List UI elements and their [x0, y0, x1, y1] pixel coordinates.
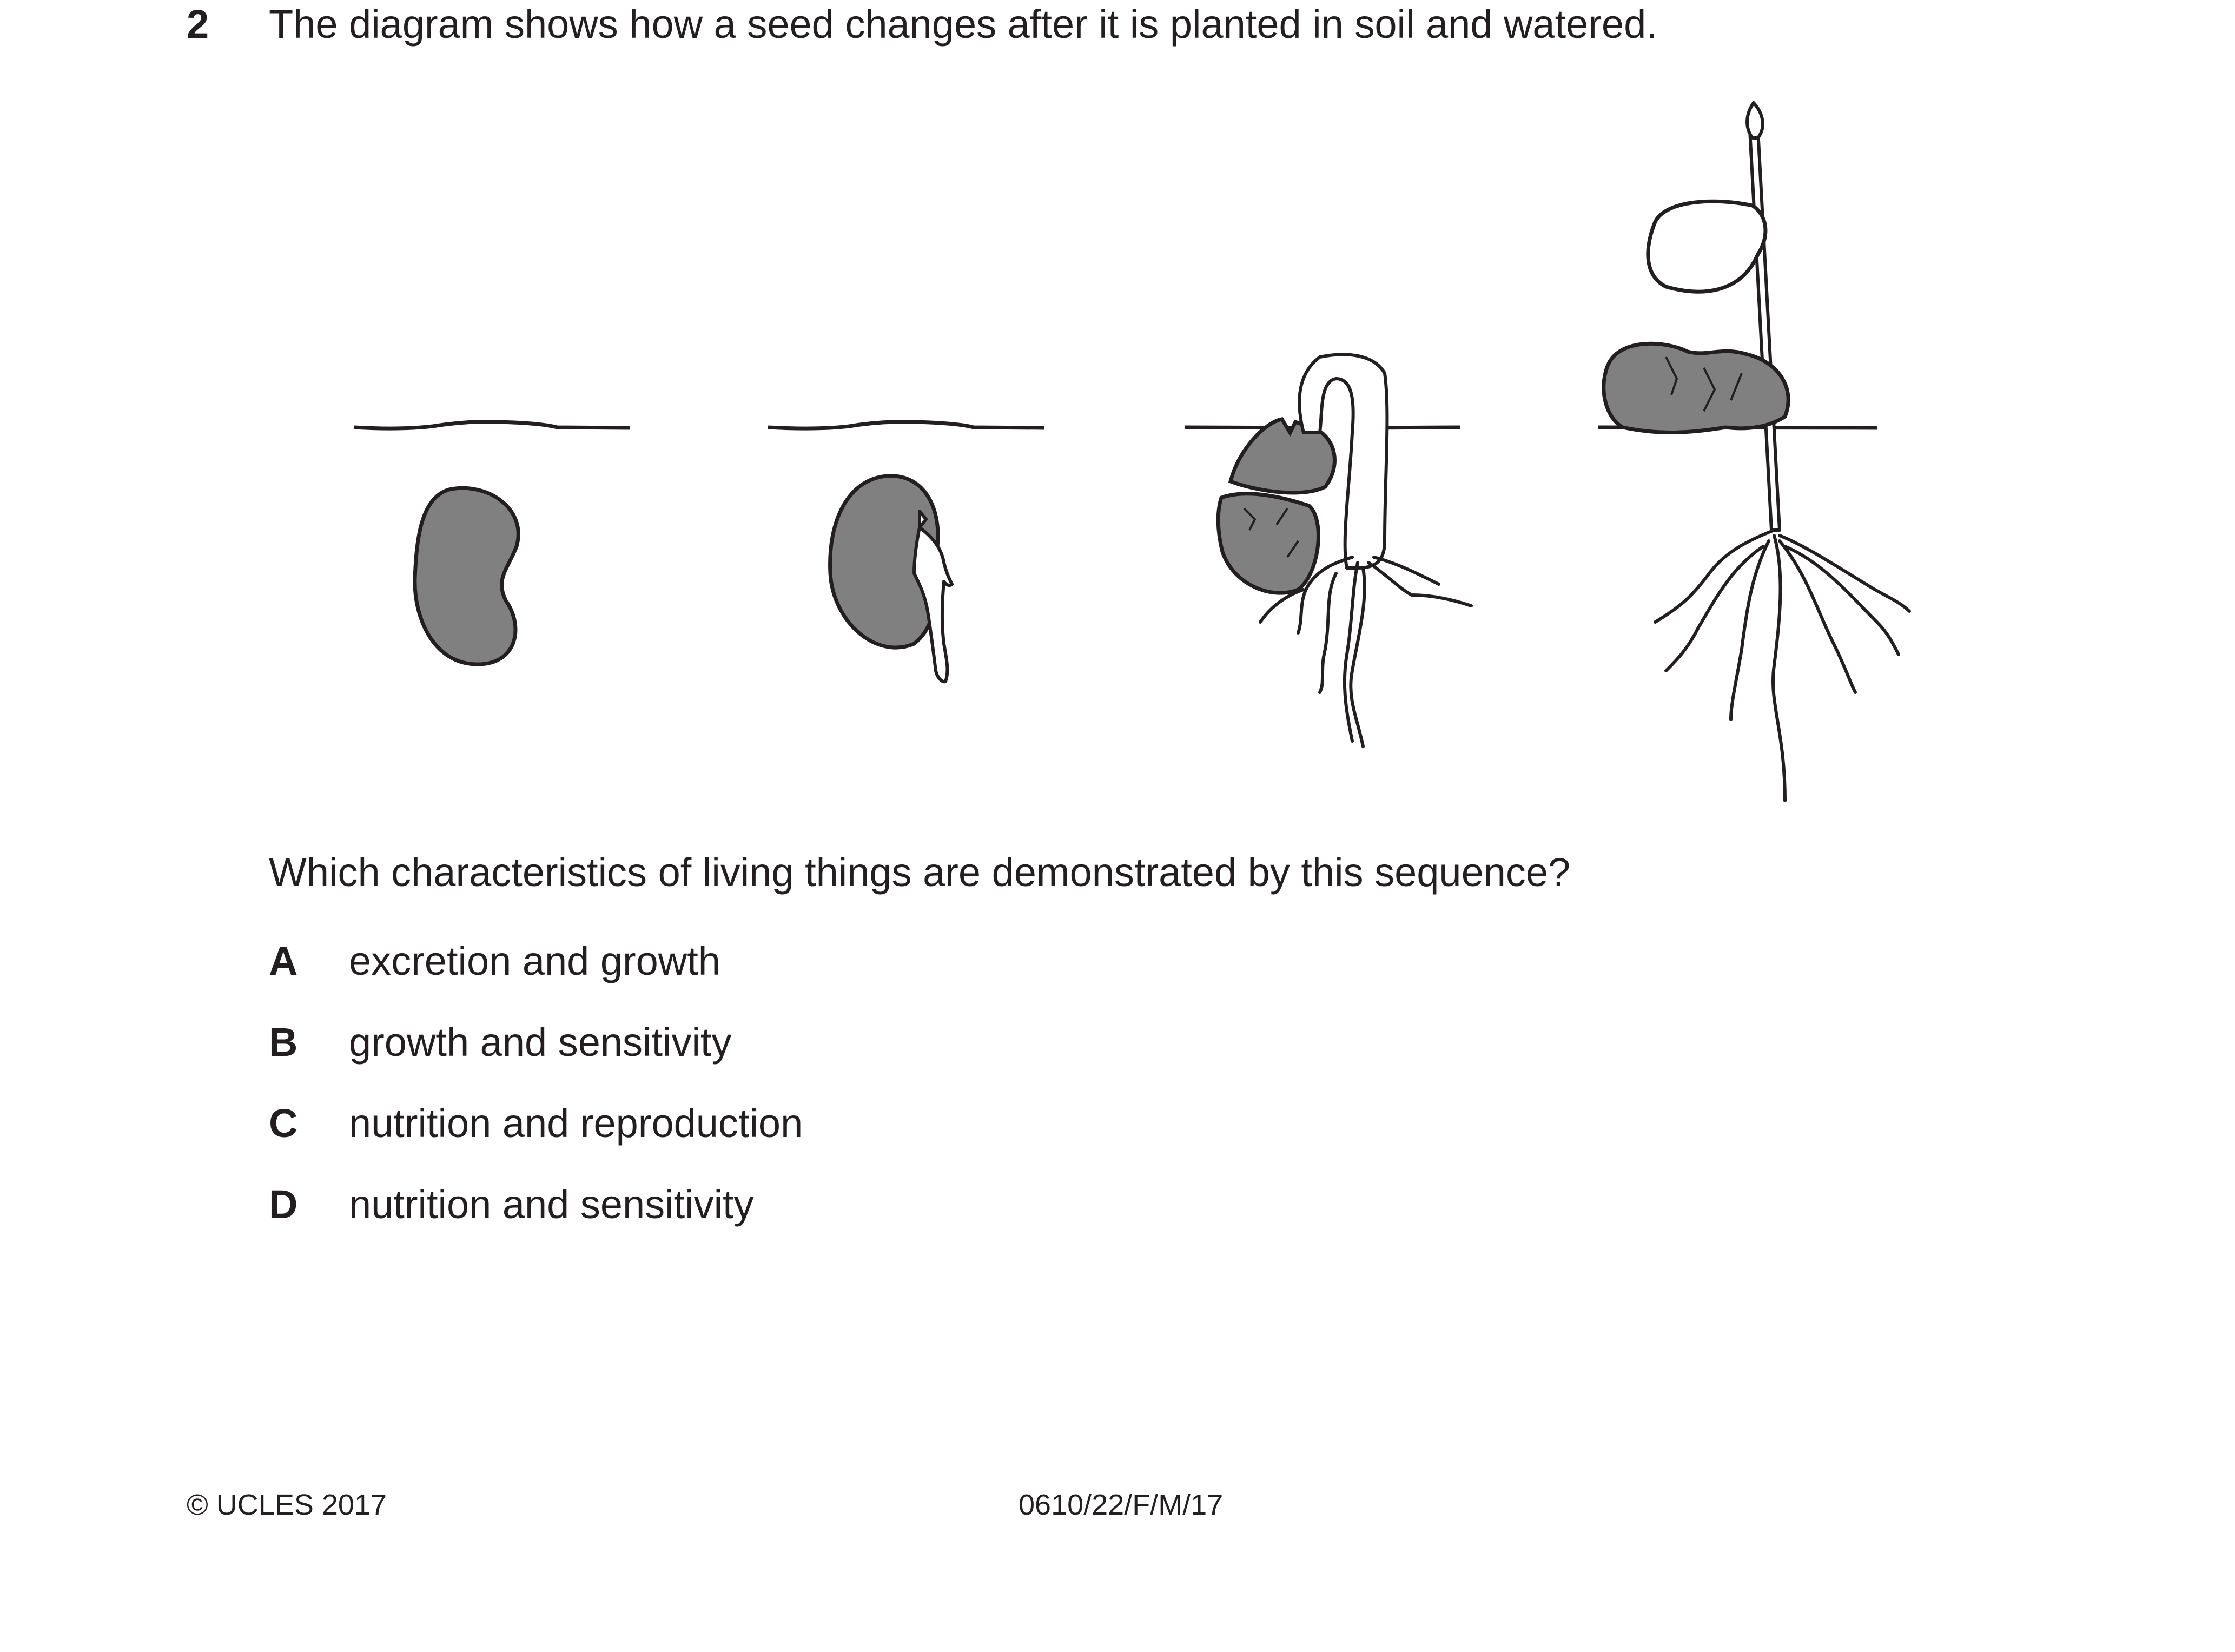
option-text: growth and sensitivity: [349, 1020, 732, 1065]
seed-1: [413, 486, 520, 666]
option-letter: A: [269, 939, 298, 983]
question-number: 2: [187, 2, 209, 47]
option-text: excretion and growth: [349, 939, 720, 983]
radicle-2: [912, 510, 954, 684]
question-stem: The diagram shows how a seed changes aft…: [269, 2, 1657, 47]
option-text: nutrition and reproduction: [349, 1101, 803, 1146]
soil-line-3: [1184, 425, 1461, 430]
soil-line-2: [768, 420, 1044, 431]
footer-paper-code: 0610/22/F/M/17: [1019, 1489, 1224, 1521]
option-letter: C: [269, 1101, 298, 1146]
hook-stem-3: [1298, 353, 1389, 570]
option-text: nutrition and sensitivity: [349, 1182, 754, 1227]
question-prompt: Which characteristics of living things a…: [269, 850, 1571, 895]
stage-1-seed: [354, 420, 631, 666]
seed-2: [828, 474, 940, 650]
option-letter: B: [269, 1020, 298, 1065]
seed-germination-diagram: [354, 101, 1911, 802]
seed-coat-4: [1602, 341, 1790, 434]
seed-3-top: [1228, 417, 1337, 495]
stage-3-seedling: [1184, 353, 1473, 748]
main-stem-4: [1748, 128, 1781, 532]
stage-2-seed: [768, 420, 1044, 684]
seed-3-bottom: [1216, 492, 1320, 595]
soil-line-1: [354, 420, 631, 431]
stage-4-seedling: [1598, 101, 1911, 802]
option-letter: D: [269, 1182, 298, 1227]
cotyledon-4-top: [1646, 199, 1768, 294]
bud-4: [1745, 101, 1764, 140]
footer-copyright: © UCLES 2017: [187, 1489, 387, 1521]
